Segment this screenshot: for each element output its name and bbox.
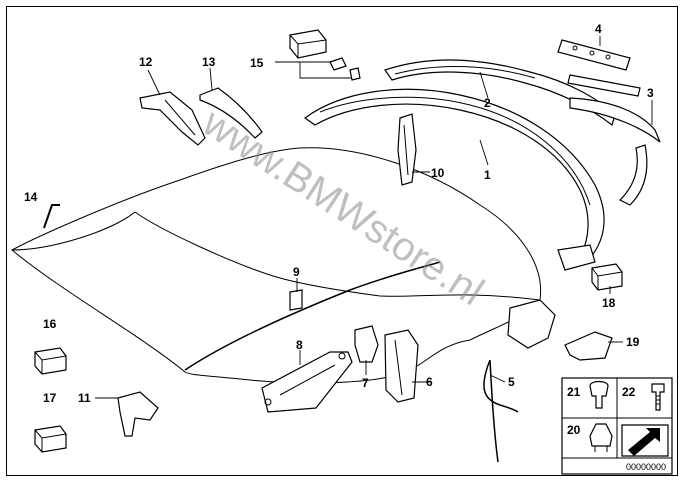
callout-2: 2 (484, 96, 491, 110)
part-19-clip (564, 331, 613, 361)
leader-lines (95, 36, 653, 399)
callout-12: 12 (139, 55, 153, 69)
part-15-kit (289, 29, 361, 81)
callout-labels: 1 2 3 4 5 6 7 8 9 10 11 12 13 14 15 16 1… (24, 22, 654, 405)
part-1-roof-bow (303, 88, 605, 271)
part-10-bracket (397, 113, 417, 186)
part-11-bracket (117, 391, 159, 437)
diagram-code: 00000000 (626, 462, 666, 472)
part-14-hook (43, 204, 60, 229)
callout-6: 6 (426, 375, 433, 389)
callout-14: 14 (24, 190, 38, 204)
callout-8: 8 (296, 338, 303, 352)
callout-15: 15 (250, 56, 264, 70)
callout-16: 16 (43, 317, 57, 331)
callout-1: 1 (484, 168, 491, 182)
callout-19: 19 (626, 335, 640, 349)
arrow-icon (628, 428, 660, 456)
part-18-box (591, 263, 623, 291)
callout-3: 3 (647, 86, 654, 100)
part-3-seal-strip (569, 97, 661, 206)
screw-icon (651, 383, 665, 411)
callout-13: 13 (202, 55, 216, 69)
callout-10: 10 (431, 166, 445, 180)
part-8-plate (261, 351, 353, 413)
part-12-hinge-bracket (139, 91, 206, 146)
part-4-strip (557, 39, 641, 97)
stud-icon (589, 423, 613, 447)
fastener-legend: 21 22 20 00000000 (561, 377, 673, 475)
legend-label-21: 21 (567, 385, 581, 399)
callout-7: 7 (362, 376, 369, 390)
part-16-box (34, 347, 67, 375)
callout-17: 17 (43, 391, 57, 405)
part-17-box (34, 425, 67, 453)
callout-9: 9 (293, 265, 300, 279)
part-6-hinge-plate (384, 329, 419, 403)
callout-5: 5 (508, 375, 515, 389)
part-7-small-bracket (354, 325, 379, 363)
watermark-text: www.BMWstore.nl (194, 100, 491, 314)
legend-label-20: 20 (567, 423, 581, 437)
part-2-frame-rail (384, 59, 616, 127)
legend-label-22: 22 (622, 385, 636, 399)
callout-11: 11 (78, 391, 91, 405)
rivet-icon (589, 380, 609, 409)
diagram-frame (6, 6, 678, 476)
callout-18: 18 (602, 296, 616, 310)
callout-4: 4 (595, 22, 602, 36)
part-13-cover-piece (199, 87, 263, 139)
part-9-cable (184, 261, 441, 371)
part-5-lock-mechanism (483, 299, 556, 463)
